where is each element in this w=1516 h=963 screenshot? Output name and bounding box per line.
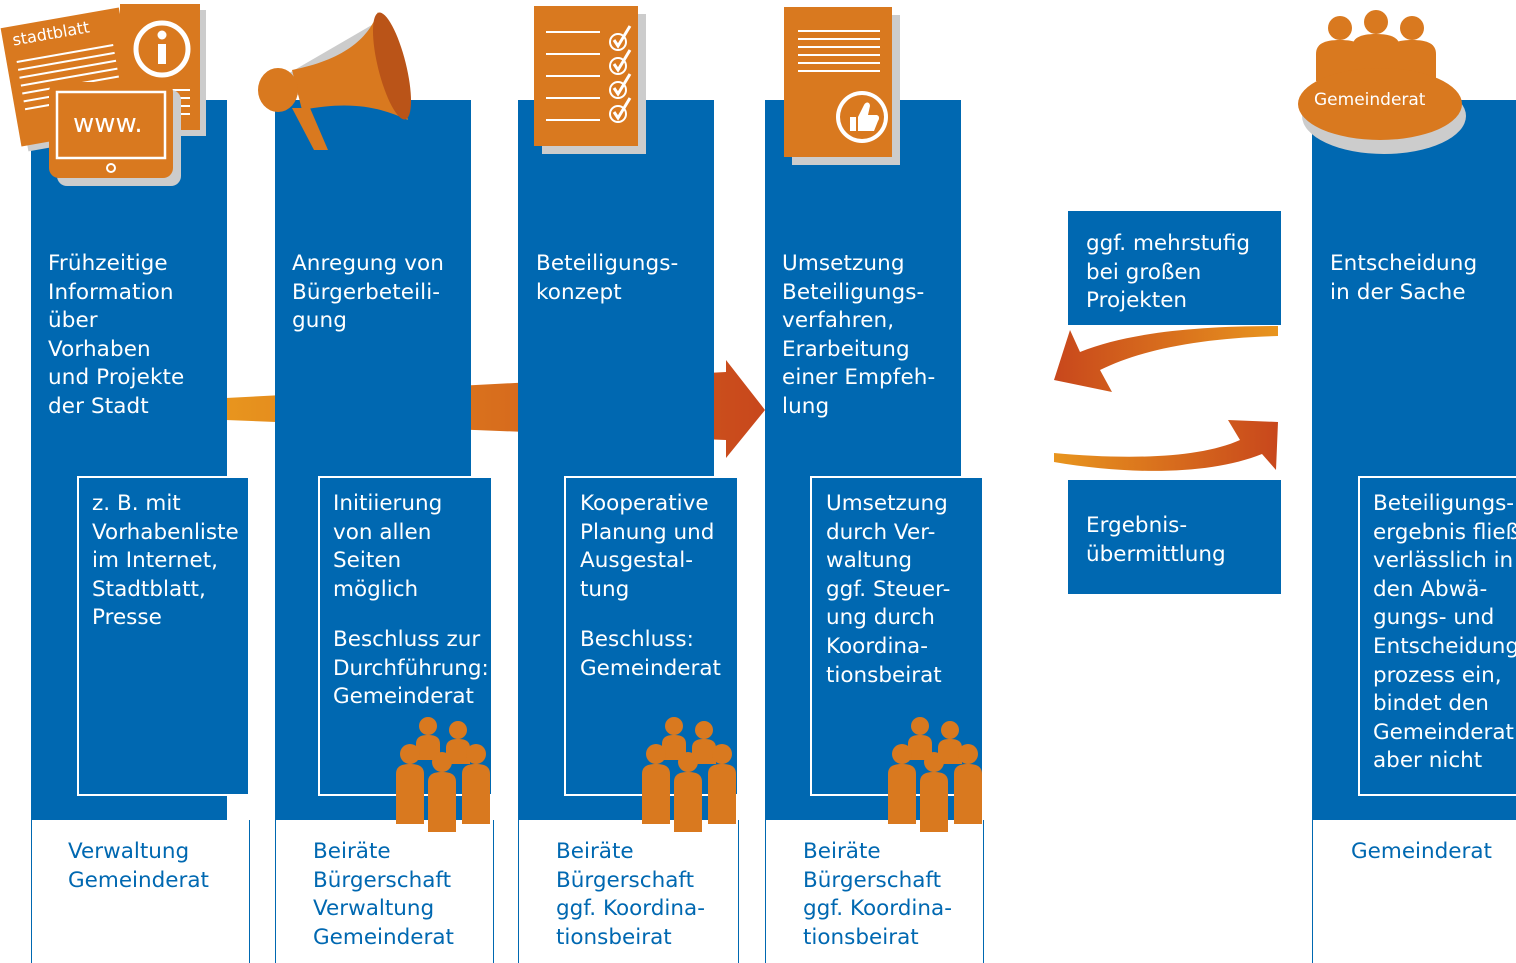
actors-box: [31, 820, 250, 963]
people-group-icon: [642, 717, 736, 832]
decision-text: Beschluss: Gemeinderat: [580, 627, 721, 681]
actors-text: Beiräte Bürgerschaft ggf. Koordina- tion…: [803, 839, 952, 950]
detail-box: [77, 476, 250, 796]
detail-text: Beteiligungs- ergebnis fließt verlässlic…: [1373, 491, 1516, 774]
tablet-icon: [49, 82, 181, 186]
megaphone-icon: [258, 12, 412, 150]
tablet-label: www.: [73, 109, 143, 139]
multi-stage-box: [1068, 211, 1281, 325]
checklist-icon: [534, 6, 646, 154]
actors-text: Beiräte Bürgerschaft ggf. Koordina- tion…: [556, 839, 705, 950]
detail-text: Initiierung von allen Seiten möglich: [333, 491, 443, 602]
document-thumbs-up-icon: [784, 7, 900, 165]
actors-box: [518, 820, 739, 963]
column-title: Frühzeitige Information über Vorhaben un…: [48, 251, 185, 419]
actors-text: Beiräte Bürgerschaft Verwaltung Gemeinde…: [313, 839, 454, 950]
multi-stage-text: ggf. mehrstufig bei großen Projekten: [1086, 231, 1251, 314]
column-title: Beteiligungs- konzept: [536, 251, 679, 305]
column-title: Entscheidung in der Sache: [1330, 251, 1478, 305]
detail-box: [1358, 476, 1516, 796]
actors-box: [275, 820, 494, 963]
detail-text: Kooperative Planung und Ausgestal- tung: [580, 491, 715, 602]
actors-text: Verwaltung Gemeinderat: [68, 839, 209, 893]
actors-box: [1312, 820, 1516, 963]
detail-text: z. B. mit Vorhabenliste im Internet, Sta…: [92, 491, 239, 631]
people-group-icon: [888, 717, 982, 832]
actors-text: Gemeinderat: [1351, 839, 1492, 864]
result-transfer-text: Ergebnis- übermittlung: [1086, 513, 1226, 567]
column-title: Umsetzung Beteiligungs- verfahren, Erarb…: [782, 251, 936, 419]
detail-text: Umsetzung durch Ver- waltung ggf. Steuer…: [826, 491, 951, 688]
column-title: Anregung von Bürgerbeteili- gung: [292, 251, 445, 334]
council-table-icon: [1298, 10, 1466, 154]
council-table-label: Gemeinderat: [1314, 90, 1426, 110]
actors-box: [765, 820, 984, 963]
result-transfer-box: [1068, 480, 1281, 594]
decision-text: Beschluss zur Durchführung: Gemeinderat: [333, 627, 489, 710]
people-group-icon: [396, 717, 490, 832]
